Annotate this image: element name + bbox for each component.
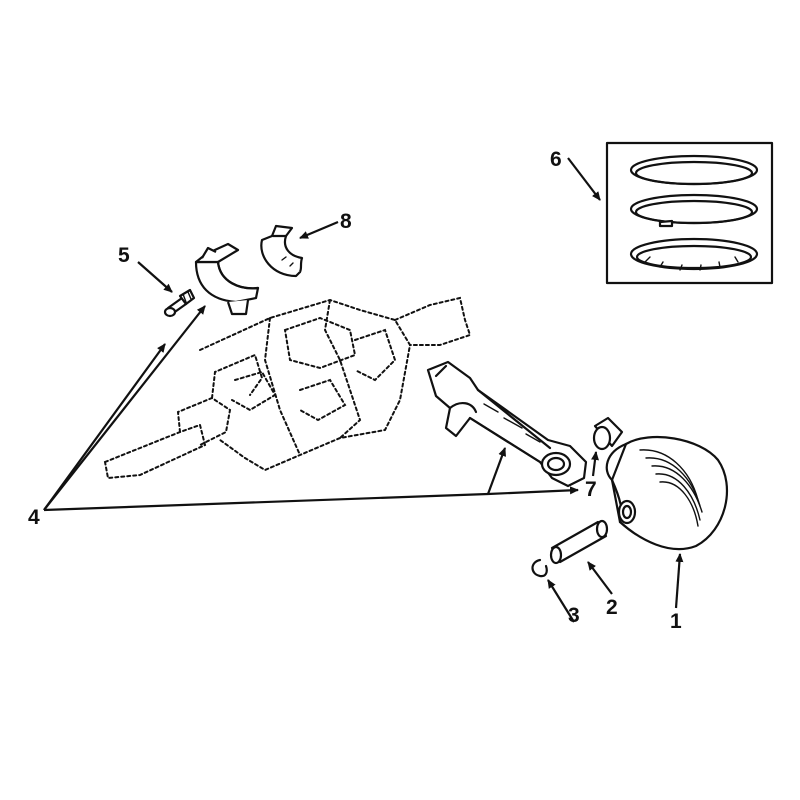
piston — [605, 435, 729, 551]
cap-bolt — [163, 288, 196, 318]
callout-7: 7 — [585, 478, 597, 501]
piston-pin — [549, 519, 609, 565]
callout-3: 3 — [568, 604, 580, 627]
callout-8: 8 — [340, 210, 352, 233]
callout-5: 5 — [118, 244, 130, 267]
callout-2: 2 — [606, 596, 618, 619]
callout-4: 4 — [28, 506, 40, 529]
crankshaft-phantom — [103, 296, 472, 480]
callout-1: 1 — [670, 610, 682, 633]
callout-6: 6 — [550, 148, 562, 171]
piston-ring-set — [605, 141, 774, 285]
bearing-shell-upper — [260, 224, 304, 278]
retaining-ring — [531, 558, 548, 578]
leader-lines — [43, 157, 684, 623]
connecting-rod — [426, 360, 588, 488]
piston-pin-bushing — [592, 416, 624, 451]
connecting-rod-cap — [194, 242, 260, 316]
